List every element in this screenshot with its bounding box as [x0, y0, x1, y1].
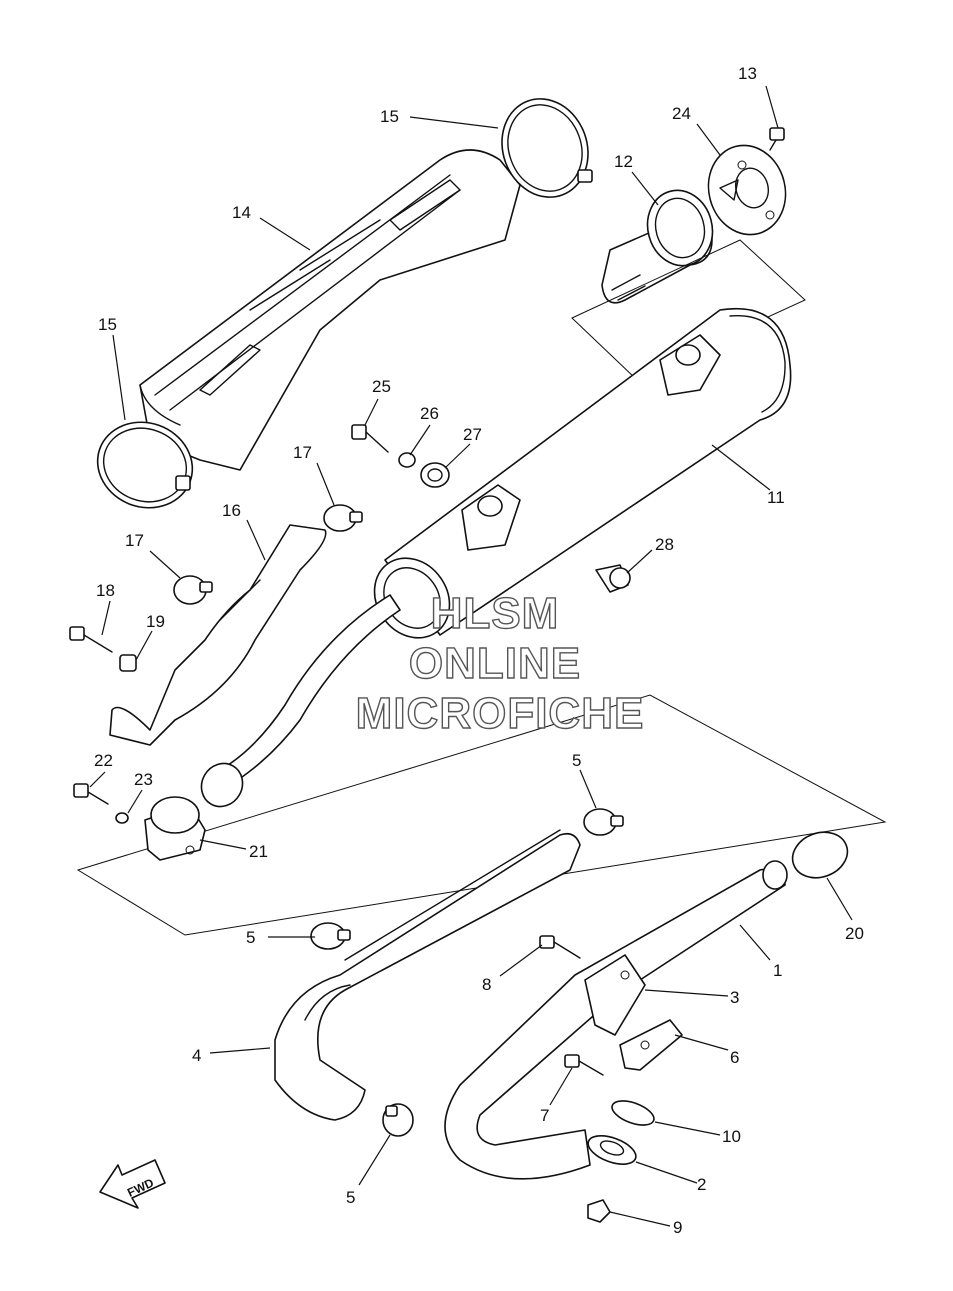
collar-28 — [595, 564, 631, 593]
callout-2: 2 — [697, 1175, 706, 1194]
callout-labels: 13 24 12 15 14 15 25 26 27 17 11 16 17 2… — [94, 64, 864, 1237]
clamp-17-upper — [323, 504, 363, 532]
callout-10: 10 — [722, 1127, 741, 1146]
forward-arrow-icon: FWD — [99, 1159, 166, 1209]
leader-lines — [89, 85, 853, 1227]
end-cap-bolt — [769, 127, 785, 151]
callout-7: 7 — [540, 1106, 549, 1125]
callout-26: 26 — [420, 404, 439, 423]
watermark-line-1: HLSM — [431, 589, 560, 638]
exhaust-pipe — [444, 860, 788, 1180]
bracket-3 — [584, 954, 646, 1036]
callout-9: 9 — [673, 1218, 682, 1237]
muffler-band-clamp-top — [501, 98, 593, 198]
bolt-25 — [351, 424, 389, 453]
callout-18: 18 — [96, 581, 115, 600]
pipe-joint-lower — [200, 762, 244, 808]
callout-25: 25 — [372, 377, 391, 396]
callout-15-top: 15 — [380, 107, 399, 126]
callout-17-lower: 17 — [125, 531, 144, 550]
heat-protector — [109, 524, 327, 746]
callout-16: 16 — [222, 501, 241, 520]
callout-3: 3 — [730, 988, 739, 1007]
bolt-22 — [73, 783, 109, 805]
grommet-27 — [420, 462, 450, 488]
bolt-8 — [539, 935, 581, 959]
callout-5-middle: 5 — [246, 928, 255, 947]
clamp-5-upper — [583, 808, 624, 836]
collar-19 — [119, 654, 137, 672]
callout-17-upper: 17 — [293, 443, 312, 462]
callout-22: 22 — [94, 751, 113, 770]
callout-12: 12 — [614, 152, 633, 171]
clamp-bracket-21 — [144, 796, 206, 861]
washer-26 — [398, 452, 416, 468]
flange-2 — [587, 1135, 637, 1165]
washer-23 — [115, 812, 129, 824]
callout-15-left: 15 — [98, 315, 117, 334]
bolt-18 — [69, 626, 113, 653]
bolt-7 — [564, 1054, 604, 1076]
bracket-6 — [619, 1019, 683, 1071]
callout-13: 13 — [738, 64, 757, 83]
callout-11: 11 — [767, 488, 785, 507]
callout-21: 21 — [249, 842, 268, 861]
callout-5-lower: 5 — [346, 1188, 355, 1207]
clamp-5-middle — [310, 922, 351, 950]
callout-23: 23 — [134, 770, 153, 789]
spark-arrester — [601, 189, 714, 304]
muffler-band-clamp-left — [96, 421, 194, 509]
group-outline-upper — [571, 239, 806, 379]
callout-27: 27 — [463, 425, 482, 444]
callout-8: 8 — [482, 975, 491, 994]
callout-1: 1 — [773, 961, 782, 980]
callout-28: 28 — [655, 535, 674, 554]
protector-4 — [274, 829, 581, 1121]
watermark-line-2: ONLINE — [409, 639, 581, 688]
end-cap — [707, 144, 787, 236]
nut-9 — [587, 1199, 611, 1223]
callout-4: 4 — [192, 1046, 201, 1065]
group-outline-lower — [76, 694, 887, 936]
gasket-10 — [611, 1100, 655, 1126]
callout-6: 6 — [730, 1048, 739, 1067]
callout-24: 24 — [672, 104, 691, 123]
muffler-cover — [139, 149, 521, 471]
muffler-body — [373, 308, 792, 639]
callout-20: 20 — [845, 924, 864, 943]
gasket-20 — [791, 831, 849, 879]
watermark-line-3: MICROFICHE — [356, 689, 645, 738]
callout-19: 19 — [146, 612, 165, 631]
callout-14: 14 — [232, 203, 251, 222]
clamp-17-lower — [173, 575, 213, 605]
callout-5-upper: 5 — [572, 751, 581, 770]
clamp-5-lower — [382, 1103, 414, 1137]
watermark: HLSM ONLINE MICROFICHE — [355, 588, 645, 738]
